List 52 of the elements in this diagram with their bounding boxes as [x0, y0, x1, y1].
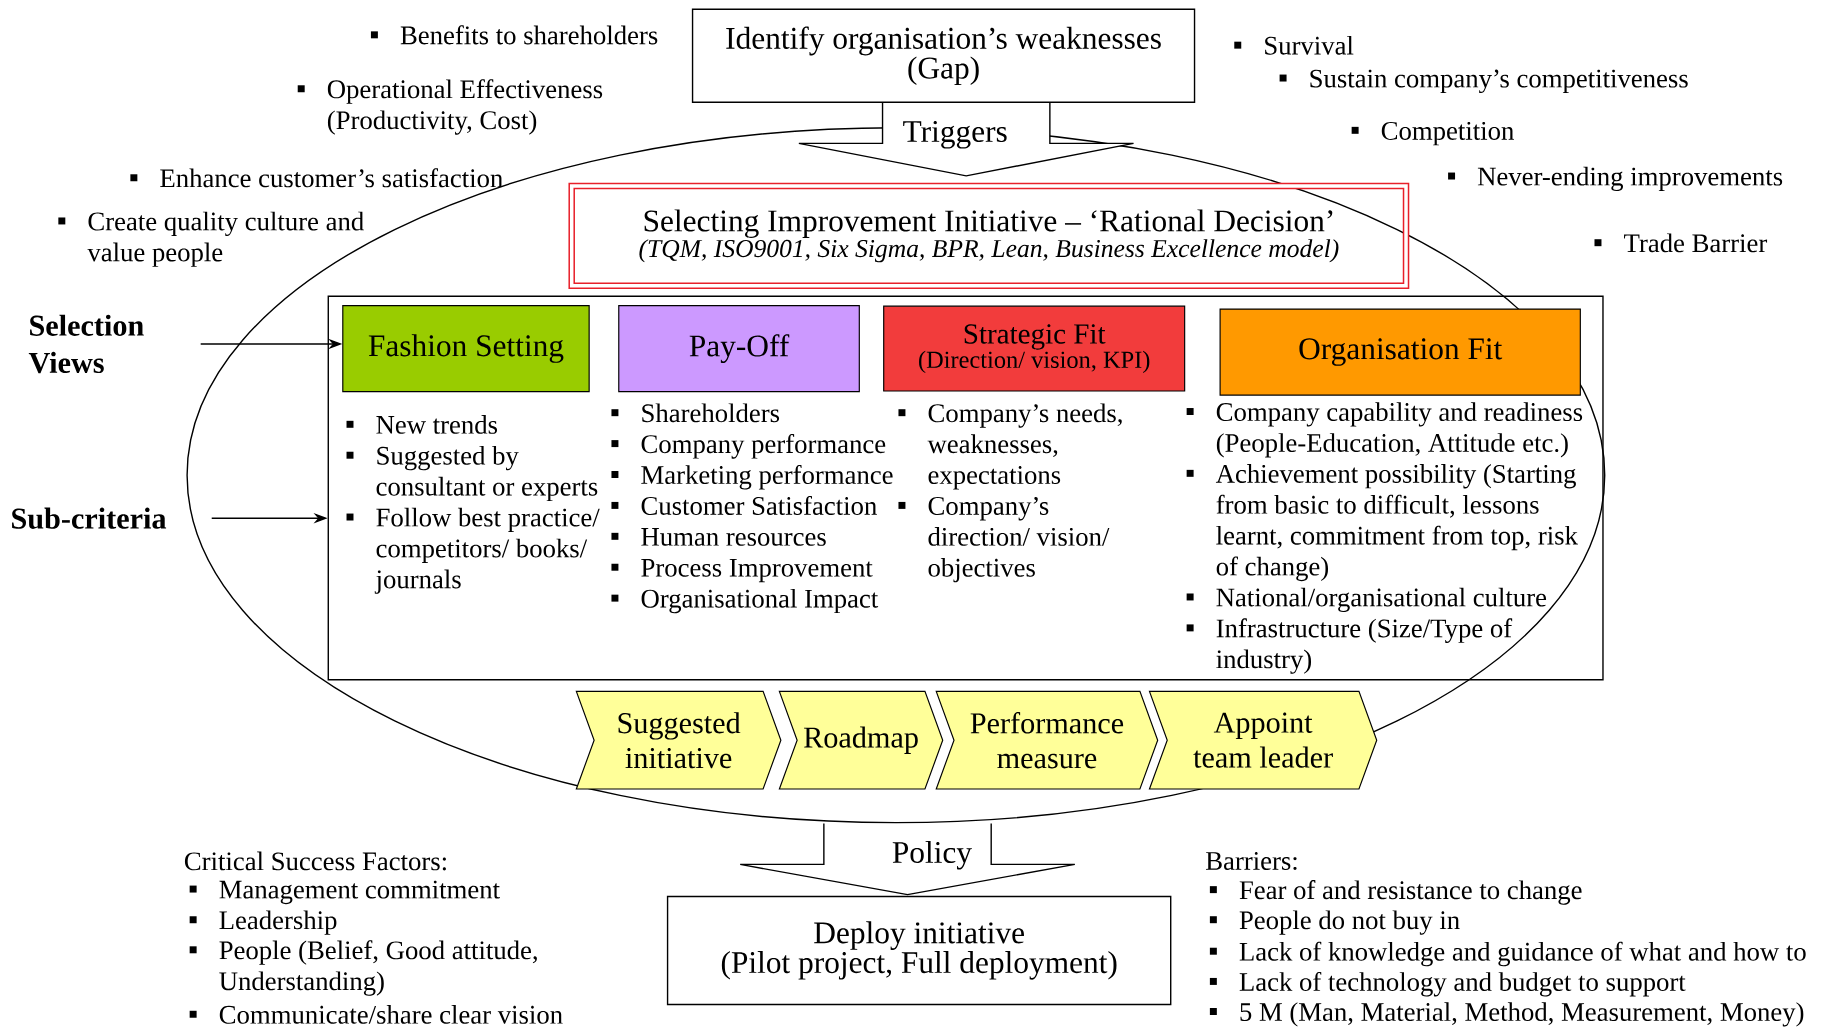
- bullet-item: Customer Satisfaction: [611, 495, 877, 515]
- category-box: Strategic Fit (Direction/ vision, KPI): [883, 305, 1186, 392]
- bullet-item: People (Belief, Good attitude, Understanding): [189, 940, 537, 996]
- category-box: Organisation Fit: [1219, 308, 1581, 396]
- bullet-item: Company’s direction/ vision/ objectives: [898, 496, 1110, 583]
- bullet-item: Lack of knowledge and guidance of what and how to: [1209, 941, 1806, 967]
- category-box: Pay-Off: [618, 304, 860, 392]
- bullet-item: Infrastructure (Size/Type of industry): [1186, 618, 1513, 674]
- bullet-item: Survival: [1234, 35, 1354, 55]
- bullet-item: National/organisational culture: [1186, 587, 1547, 612]
- bullet-item: Marketing performance: [611, 464, 893, 490]
- bullet-item: Shareholders: [611, 403, 780, 423]
- list-heading: Critical Success Factors:: [184, 851, 446, 871]
- process-box: Deploy initiative (Pilot project, Full deployment): [666, 895, 1172, 1006]
- edge-label: Triggers: [901, 119, 1009, 150]
- bullet-item: Lack of technology and budget to support: [1209, 971, 1686, 997]
- bullet-item: Competition: [1351, 121, 1514, 146]
- bullet-item: Communicate/share clear vision: [189, 1004, 563, 1024]
- bullet-item: Follow best practice/ competitors/ books/ journals: [346, 507, 600, 594]
- side-label: Selection Views: [28, 314, 144, 374]
- process-step: Suggested initiative: [575, 690, 782, 790]
- criteria-frame: [327, 295, 1604, 681]
- bullet-item: Benefits to shareholders: [370, 25, 658, 45]
- process-box: Identify organisation’s weaknesses (Gap): [691, 8, 1196, 103]
- bullet-item: Process Improvement: [611, 558, 873, 583]
- bullet-item: New trends: [346, 414, 498, 434]
- bullet-item: Sustain company’s competitiveness: [1279, 69, 1688, 93]
- bullet-item: Organisational Impact: [611, 588, 879, 614]
- initiative-box: Selecting Improvement Initiative – ‘Rational Decision’ (TQM, ISO9001, Six Sigma, BPR, Lean, Business Excellence model): [568, 182, 1410, 289]
- list-heading: Barriers:: [1206, 851, 1297, 870]
- process-step: Performance measure: [935, 690, 1159, 790]
- edge-label: Policy: [890, 839, 974, 871]
- bullet-item: Enhance customer’s satisfaction: [130, 168, 503, 188]
- bullet-item: Achievement possibility (Starting from basic to difficult, lessons learnt, commitment from top, risk of change): [1186, 463, 1578, 581]
- process-step: Roadmap: [778, 690, 944, 790]
- bullet-item: Create quality culture and value people: [58, 211, 364, 267]
- bullet-item: Leadership: [189, 910, 337, 935]
- process-step: Appoint team leader: [1148, 690, 1378, 790]
- bullet-item: Never-ending improvements: [1448, 166, 1783, 191]
- bullet-item: Human resources: [611, 527, 826, 546]
- bullet-item: Trade Barrier: [1594, 233, 1768, 253]
- bullet-item: Company capability and readiness (People-Education, Attitude etc.): [1186, 402, 1583, 458]
- bullet-item: People do not buy in: [1209, 910, 1460, 935]
- bullet-item: 5 M (Man, Material, Method, Measurement, Money): [1209, 1002, 1804, 1027]
- bullet-item: Fear of and resistance to change: [1209, 879, 1582, 905]
- bullet-item: Suggested by consultant or experts: [346, 445, 598, 501]
- bullet-item: Management commitment: [189, 880, 500, 904]
- category-box: Fashion Setting: [342, 304, 590, 392]
- bullet-item: Operational Effectiveness (Productivity, Cost): [297, 79, 603, 135]
- side-label: Sub-criteria: [12, 507, 167, 529]
- bullet-item: Company performance: [611, 433, 886, 459]
- bullet-item: Company’s needs, weaknesses, expectations: [898, 403, 1122, 490]
